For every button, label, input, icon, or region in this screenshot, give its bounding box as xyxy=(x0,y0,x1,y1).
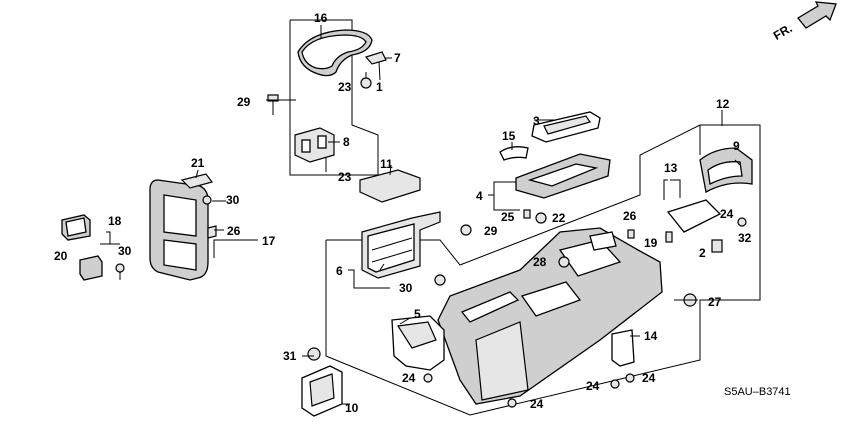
screw-24-b xyxy=(610,373,635,389)
bracket-10 xyxy=(301,365,343,417)
clip-2 xyxy=(711,239,723,253)
callout-2: 2 xyxy=(699,246,706,260)
small-cover-20 xyxy=(61,214,91,241)
screw-24-a xyxy=(423,373,433,383)
callout-15: 15 xyxy=(502,129,516,143)
direction-label: FR. xyxy=(771,21,795,43)
armrest-lid xyxy=(297,29,373,77)
screw-24-rear xyxy=(737,217,747,227)
screw-23-top xyxy=(360,72,372,89)
callout-24-e: 24 xyxy=(642,371,656,385)
front-direction-arrow xyxy=(797,1,837,29)
console-body xyxy=(437,227,663,405)
callout-5: 5 xyxy=(414,307,421,321)
callout-4: 4 xyxy=(476,189,483,203)
leader-lines xyxy=(100,25,741,405)
callout-21: 21 xyxy=(191,156,205,170)
assembly-boundary xyxy=(289,19,761,416)
diagram-code: S5AU–B3741 xyxy=(724,386,791,398)
fastener-30-front xyxy=(202,195,212,205)
callout-labels: 16 7 23 1 29 8 23 11 21 30 26 17 18 30 2… xyxy=(54,11,752,415)
screw-24-c xyxy=(507,398,517,408)
clip-25-22 xyxy=(523,209,547,224)
callout-29-mid: 29 xyxy=(484,224,498,238)
callout-22: 22 xyxy=(552,211,566,225)
callout-11: 11 xyxy=(380,157,393,171)
hinge-bracket xyxy=(294,127,335,172)
front-cover-panel xyxy=(149,179,209,281)
tray-mat xyxy=(359,169,421,203)
callout-7: 7 xyxy=(394,51,401,65)
bracket-5 xyxy=(391,315,445,371)
rear-panel-13 xyxy=(666,199,722,233)
callout-18: 18 xyxy=(108,214,122,228)
callout-23-top: 23 xyxy=(338,80,352,94)
clip-part-7 xyxy=(364,51,387,81)
cup-holder-insert xyxy=(361,211,441,279)
callout-10: 10 xyxy=(345,401,359,415)
callout-13: 13 xyxy=(664,161,678,175)
rear-lid-9 xyxy=(699,147,753,193)
callout-30-front: 30 xyxy=(226,193,240,207)
callout-24-a: 24 xyxy=(402,371,416,385)
callout-1: 1 xyxy=(376,80,383,94)
small-cover-18 xyxy=(79,255,103,281)
clip-part-21 xyxy=(180,173,214,189)
callout-30-lower: 30 xyxy=(399,281,413,295)
callout-6: 6 xyxy=(336,264,343,278)
callout-27: 27 xyxy=(708,295,722,309)
clip-part-26-left xyxy=(207,225,217,239)
callout-20: 20 xyxy=(54,249,68,263)
callout-8: 8 xyxy=(343,135,350,149)
callout-26-right: 26 xyxy=(623,209,637,223)
callout-32: 32 xyxy=(738,231,752,245)
callout-17: 17 xyxy=(262,234,276,248)
nut-31 xyxy=(307,347,321,361)
screw-29-mid xyxy=(460,224,472,236)
callout-24-b: 24 xyxy=(720,207,734,221)
callout-24-d: 24 xyxy=(586,379,600,393)
bracket-14 xyxy=(611,329,635,367)
callout-14: 14 xyxy=(644,329,658,343)
callout-26-left: 26 xyxy=(227,224,241,238)
callout-23-low: 23 xyxy=(338,170,352,184)
screw-30-small xyxy=(115,263,125,280)
callout-25: 25 xyxy=(501,210,515,224)
clip-26-right xyxy=(627,229,635,239)
screw-29-left xyxy=(267,94,279,115)
callout-31: 31 xyxy=(283,349,297,363)
callout-30-small: 30 xyxy=(118,244,132,258)
shift-panel xyxy=(515,153,611,199)
callout-16: 16 xyxy=(314,11,328,25)
fastener-28 xyxy=(558,256,570,268)
callout-12: 12 xyxy=(716,97,730,111)
shift-trim-inner xyxy=(531,111,601,143)
screw-30-lower xyxy=(434,274,446,286)
bracket-15 xyxy=(499,146,529,161)
callout-29-left: 29 xyxy=(237,95,251,109)
callout-3: 3 xyxy=(533,114,540,128)
callout-28: 28 xyxy=(533,255,547,269)
callout-24-c: 24 xyxy=(530,397,544,411)
screw-19 xyxy=(665,231,673,243)
callout-9: 9 xyxy=(733,139,740,153)
callout-19: 19 xyxy=(644,236,658,250)
